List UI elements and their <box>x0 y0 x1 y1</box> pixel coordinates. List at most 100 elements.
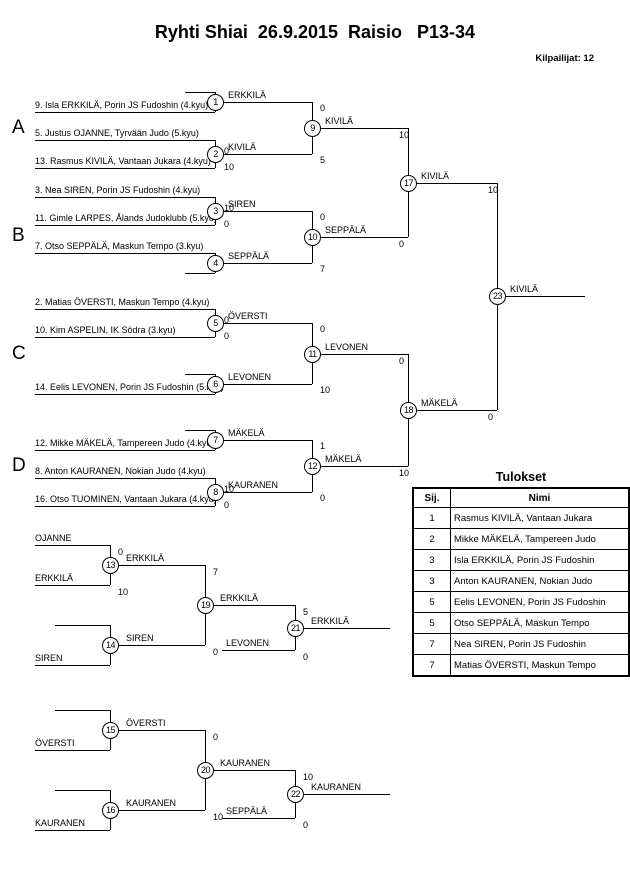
competitor-name: 13. Rasmus KIVILÄ, Vantaan Jukara (4.kyu… <box>35 156 211 166</box>
group-label: B <box>12 225 25 246</box>
competitor-line <box>35 450 215 451</box>
match-score: 10 <box>399 468 410 478</box>
match-score: 0 <box>303 820 309 830</box>
winner-line <box>110 645 205 646</box>
match-score: 7 <box>320 264 326 274</box>
competitor-line <box>35 337 215 338</box>
competitor-line <box>35 665 110 666</box>
winner-label: LEVONEN <box>228 372 272 382</box>
winner-line <box>205 770 295 771</box>
competitor-line <box>35 750 110 751</box>
winner-line <box>215 323 312 324</box>
result-name: Anton KAURANEN, Nokian Judo <box>450 570 630 592</box>
competitor-name: 2. Matias ÖVERSTI, Maskun Tempo (4.kyu) <box>35 297 210 307</box>
bye-line <box>185 273 215 274</box>
winner-label: MÄKELÄ <box>421 398 458 408</box>
competitor-line <box>35 197 215 198</box>
winner-label: KAURANEN <box>228 480 279 490</box>
winner-line <box>215 154 312 155</box>
competitor-name: 3. Nea SIREN, Porin JS Fudoshin (4.kyu) <box>35 185 201 195</box>
match-score: 0 <box>399 356 405 366</box>
match-score: 10 <box>224 203 235 213</box>
winner-label: MÄKELÄ <box>228 428 265 438</box>
match-score: 0 <box>213 647 219 657</box>
winner-label: SIREN <box>228 199 256 209</box>
winner-label: ÖVERSTI <box>228 311 268 321</box>
result-name: Mikke MÄKELÄ, Tampereen Judo <box>450 528 630 550</box>
repechage-competitor-name: KAURANEN <box>35 818 86 828</box>
winner-label: KIVILÄ <box>228 142 257 152</box>
winner-label: KIVILÄ <box>510 284 539 294</box>
competitor-line <box>35 830 110 831</box>
bye-line <box>185 92 215 93</box>
competitor-line <box>35 585 110 586</box>
match-score: 10 <box>399 130 410 140</box>
match-number-circle: 15 <box>102 722 119 739</box>
result-name: Rasmus KIVILÄ, Vantaan Jukara <box>450 507 630 529</box>
match-number-circle: 19 <box>197 597 214 614</box>
winner-label: KIVILÄ <box>421 171 450 181</box>
result-name: Matias ÖVERSTI, Maskun Tempo <box>450 654 630 677</box>
winner-label: SEPPÄLÄ <box>228 251 270 261</box>
winner-line <box>215 384 312 385</box>
competitor-name: 8. Anton KAURANEN, Nokian Judo (4.kyu) <box>35 466 206 476</box>
results-col-name: Nimi <box>450 487 630 508</box>
match-number-circle: 17 <box>400 175 417 192</box>
result-position: 3 <box>412 549 451 571</box>
competitor-name: 12. Mikke MÄKELÄ, Tampereen Judo (4.kyu) <box>35 438 215 448</box>
competitor-line <box>35 253 215 254</box>
competitor-name: 9. Isla ERKKILÄ, Porin JS Fudoshin (4.ky… <box>35 100 209 110</box>
result-name: Isla ERKKILÄ, Porin JS Fudoshin <box>450 549 630 571</box>
competitor-line <box>35 506 215 507</box>
direct-entrant-label: SEPPÄLÄ <box>226 806 268 816</box>
match-score: 10 <box>224 484 235 494</box>
competitor-line <box>35 478 215 479</box>
competitor-line <box>35 394 215 395</box>
result-position: 2 <box>412 528 451 550</box>
winner-label: ERKKILÄ <box>220 593 259 603</box>
winner-line <box>408 410 497 411</box>
winner-line <box>312 128 408 129</box>
winner-label: ÖVERSTI <box>126 718 166 728</box>
competitor-line <box>222 650 295 651</box>
match-score: 0 <box>320 324 326 334</box>
match-number-circle: 14 <box>102 637 119 654</box>
match-score: 0 <box>118 547 124 557</box>
competitor-line <box>35 545 110 546</box>
match-score: 0 <box>213 732 219 742</box>
winner-label: KAURANEN <box>311 782 362 792</box>
winner-line <box>497 296 585 297</box>
direct-entrant-label: LEVONEN <box>226 638 270 648</box>
result-name: Nea SIREN, Porin JS Fudoshin <box>450 633 630 655</box>
match-score: 0 <box>320 493 326 503</box>
competitor-name: 5. Justus OJANNE, Tyrvään Judo (5.kyu) <box>35 128 199 138</box>
match-number-circle: 6 <box>207 376 224 393</box>
match-score: 0 <box>320 212 326 222</box>
winner-line <box>215 492 312 493</box>
match-score: 5 <box>320 155 326 165</box>
match-score: 5 <box>303 607 309 617</box>
winner-label: SIREN <box>126 633 154 643</box>
match-number-circle: 11 <box>304 346 321 363</box>
match-score: 0 <box>303 652 309 662</box>
match-score: 10 <box>213 812 224 822</box>
match-number-circle: 4 <box>207 255 224 272</box>
participants-count: Kilpailijat: 12 <box>535 53 594 64</box>
match-score: 7 <box>213 567 219 577</box>
match-number-circle: 2 <box>207 146 224 163</box>
competitor-line <box>222 818 295 819</box>
match-score: 10 <box>224 162 235 172</box>
winner-line <box>205 605 295 606</box>
winner-line <box>110 565 205 566</box>
bye-line <box>55 790 110 791</box>
match-number-circle: 18 <box>400 402 417 419</box>
result-position: 7 <box>412 654 451 677</box>
competitor-line <box>35 168 215 169</box>
